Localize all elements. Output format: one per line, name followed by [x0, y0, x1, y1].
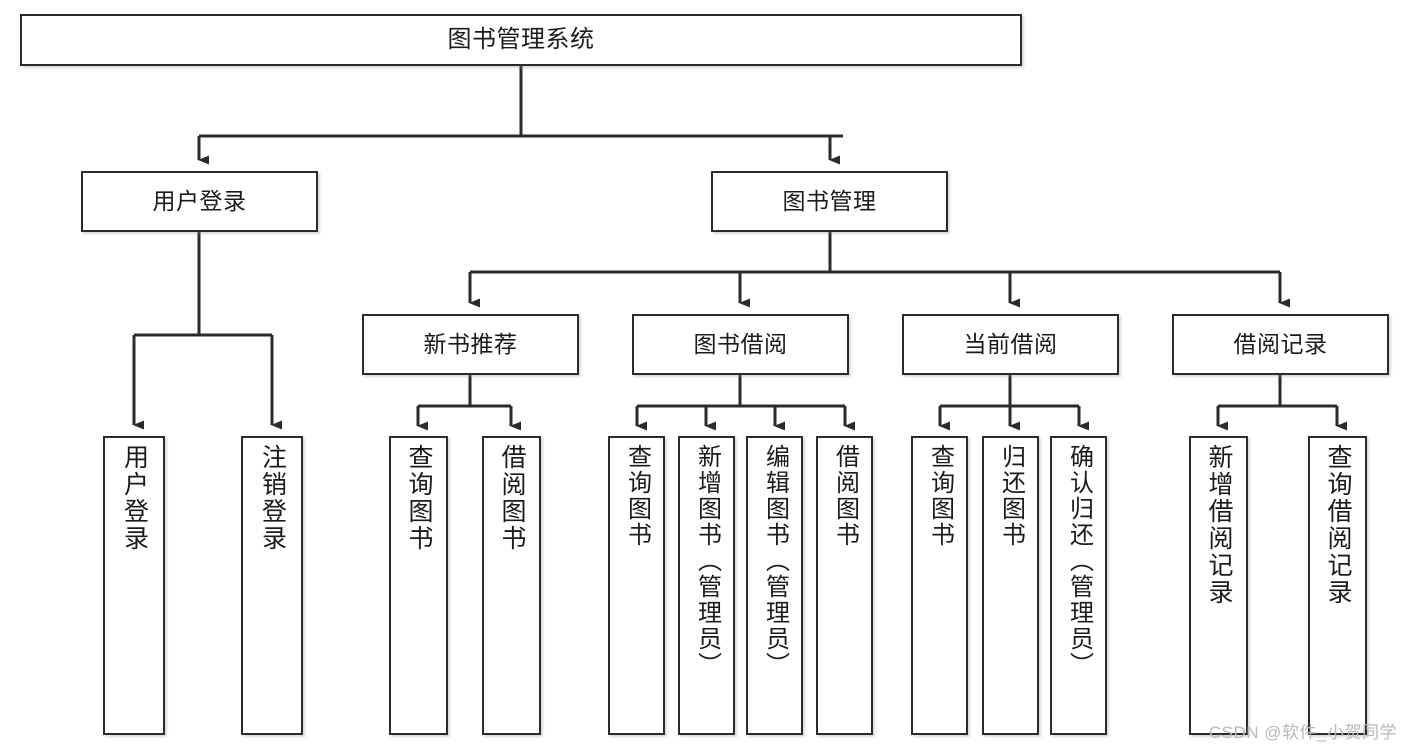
node-br-add-record[interactable]: 新增借阅记录	[1189, 436, 1248, 735]
node-br-query-record-label: 查询借阅记录	[1324, 444, 1352, 606]
node-nbr-borrow-book-label: 借阅图书	[498, 444, 526, 552]
node-root-label: 图书管理系统	[447, 25, 595, 53]
node-book-manage[interactable]: 图书管理	[711, 171, 948, 232]
node-root[interactable]: 图书管理系统	[20, 14, 1022, 66]
node-cb-return-book[interactable]: 归还图书	[982, 436, 1039, 735]
node-bb-edit-book-label: 编辑图书（管理员）	[761, 444, 789, 678]
node-new-book-rec[interactable]: 新书推荐	[362, 314, 579, 375]
node-user-login[interactable]: 用户登录	[81, 171, 318, 232]
node-new-book-rec-label: 新书推荐	[423, 330, 518, 357]
node-user-login-do[interactable]: 用户登录	[103, 436, 165, 735]
node-user-logout[interactable]: 注销登录	[241, 436, 303, 735]
node-cb-return-book-label: 归还图书	[997, 444, 1025, 548]
node-bb-edit-book[interactable]: 编辑图书（管理员）	[746, 436, 803, 735]
node-book-borrow-label: 图书借阅	[693, 330, 788, 357]
node-cb-confirm-return[interactable]: 确认归还（管理员）	[1050, 436, 1107, 735]
watermark: CSDN @软件_小贺同学	[1208, 723, 1397, 742]
node-borrow-record-label: 借阅记录	[1233, 330, 1328, 357]
node-bb-borrow-book[interactable]: 借阅图书	[816, 436, 873, 735]
node-cb-query-book-label: 查询图书	[926, 444, 954, 548]
node-bb-query-book-label: 查询图书	[623, 444, 651, 548]
node-book-borrow[interactable]: 图书借阅	[632, 314, 849, 375]
node-current-borrow[interactable]: 当前借阅	[902, 314, 1119, 375]
node-br-query-record[interactable]: 查询借阅记录	[1308, 436, 1367, 735]
node-current-borrow-label: 当前借阅	[963, 330, 1058, 357]
node-nbr-query-book[interactable]: 查询图书	[389, 436, 448, 735]
node-bb-query-book[interactable]: 查询图书	[608, 436, 665, 735]
node-bb-add-book[interactable]: 新增图书（管理员）	[678, 436, 735, 735]
node-nbr-query-book-label: 查询图书	[405, 444, 433, 552]
node-bb-add-book-label: 新增图书（管理员）	[693, 444, 721, 678]
node-cb-query-book[interactable]: 查询图书	[911, 436, 968, 735]
node-user-login-label: 用户登录	[152, 187, 247, 214]
node-user-login-do-label: 用户登录	[120, 444, 149, 552]
node-book-manage-label: 图书管理	[782, 187, 877, 214]
node-br-add-record-label: 新增借阅记录	[1205, 444, 1233, 606]
node-cb-confirm-return-label: 确认归还（管理员）	[1065, 444, 1093, 678]
node-nbr-borrow-book[interactable]: 借阅图书	[482, 436, 541, 735]
node-bb-borrow-book-label: 借阅图书	[831, 444, 859, 548]
node-borrow-record[interactable]: 借阅记录	[1172, 314, 1389, 375]
node-user-logout-label: 注销登录	[258, 444, 287, 552]
